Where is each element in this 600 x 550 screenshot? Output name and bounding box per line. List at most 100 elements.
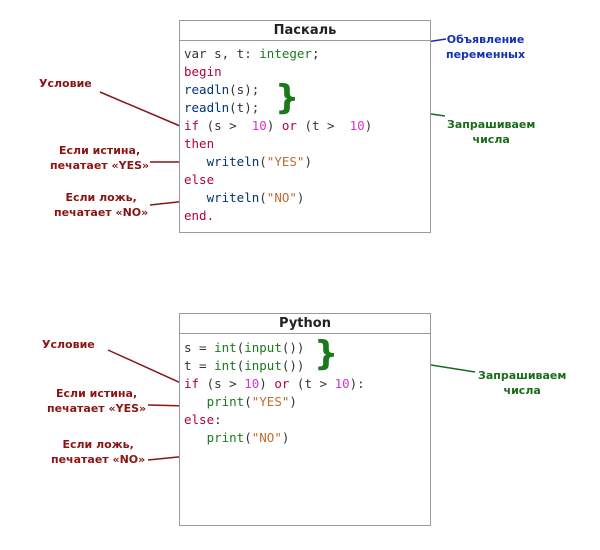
pascal-code-line-8: else (184, 171, 214, 189)
pascal-token: begin (184, 64, 222, 79)
python-token: (t > (289, 376, 335, 391)
pascal-token: ) (266, 118, 282, 133)
python-token: int (214, 358, 237, 373)
pascal-code-line-4: readln(t); (184, 99, 259, 117)
python-token: else (184, 412, 215, 427)
python-token: ( (244, 394, 252, 409)
python-token: "NO" (251, 430, 282, 445)
python-token: int (214, 340, 237, 355)
pascal-brace: } (275, 78, 300, 118)
ann-false-pascal: Если ложь, печатает «NO» (54, 190, 148, 220)
ann-true-pascal: Если истина, печатает «YES» (50, 143, 149, 173)
ann-ask-python: Запрашиваем числа (478, 368, 566, 398)
python-token: print (206, 430, 245, 445)
python-token: ( (236, 340, 245, 355)
python-token: (s > (199, 376, 245, 391)
pascal-token: (s > (199, 118, 252, 133)
pascal-token: ( (259, 154, 267, 169)
ann-declare-line2: переменных (446, 48, 526, 61)
pascal-token: 10 (349, 118, 365, 133)
ann-ask-pascal-line2: числа (472, 133, 510, 146)
ann-ask-python-line2: числа (503, 384, 541, 397)
python-token: 10 (244, 376, 260, 391)
ann-condition-pascal-text: Условие (39, 77, 92, 90)
pascal-token: integer (259, 46, 312, 61)
python-token: input (244, 340, 282, 355)
ann-condition-python: Условие (42, 337, 95, 352)
python-token: if (184, 376, 200, 391)
python-token: ()) (281, 340, 305, 355)
python-token: 10 (334, 376, 350, 391)
python-token: or (274, 376, 290, 391)
pascal-title: Паскаль (180, 21, 430, 41)
pascal-code-line-5: if (s > 10) or (t > 10) (184, 117, 372, 135)
ann-false-pascal-line1: Если ложь, (65, 191, 137, 204)
pascal-token: (t > (296, 118, 350, 133)
pascal-token: "YES" (266, 154, 305, 169)
ann-ask-pascal-line1: Запрашиваем (447, 118, 536, 131)
pascal-token: then (184, 136, 215, 151)
ann-condition-python-text: Условие (42, 338, 95, 351)
pascal-token: "NO" (266, 190, 297, 205)
ann-ask-pascal: Запрашиваем числа (447, 117, 535, 147)
ann-false-python: Если ложь, печатает «NO» (51, 437, 145, 467)
pascal-token: if (184, 118, 200, 133)
python-token: : (214, 412, 222, 427)
python-brace: } (314, 334, 339, 374)
pascal-token: or (281, 118, 297, 133)
pascal-token (184, 190, 207, 205)
pascal-code-line-9: writeln("NO") (184, 189, 305, 207)
pascal-token: ; (311, 46, 320, 61)
pascal-token: var s, t: (184, 46, 260, 61)
python-token: print (206, 394, 245, 409)
ann-declare: Объявление переменных (446, 32, 525, 62)
python-token: "YES" (251, 394, 290, 409)
python-title: Python (180, 314, 430, 334)
pascal-token: readln (184, 82, 230, 97)
python-panel: Python (179, 313, 431, 526)
pascal-token: ) (304, 154, 312, 169)
python-token: s = (184, 340, 215, 355)
ann-false-pascal-line2: печатает «NO» (54, 206, 149, 219)
python-token (184, 430, 207, 445)
pascal-code-line-1: var s, t: integer; (184, 45, 319, 63)
pascal-token: (s); (229, 82, 260, 97)
ann-condition-pascal: Условие (39, 76, 92, 91)
python-code-line-6: print("NO") (184, 429, 290, 447)
ann-true-python: Если истина, печатает «YES» (47, 386, 146, 416)
ann-false-python-line1: Если ложь, (62, 438, 134, 451)
pascal-token: end. (184, 208, 215, 223)
ann-ask-python-line1: Запрашиваем (478, 369, 567, 382)
pascal-token: readln (184, 100, 230, 115)
python-code-line-2: t = int(input()) (184, 357, 304, 375)
pascal-token: else (184, 172, 215, 187)
pascal-token: 10 (251, 118, 267, 133)
pascal-code-line-2: begin (184, 63, 222, 81)
pascal-panel: Паскаль (179, 20, 431, 233)
python-code-line-1: s = int(input()) (184, 339, 304, 357)
ann-true-python-line2: печатает «YES» (47, 402, 147, 415)
pascal-token: (t); (229, 100, 260, 115)
pascal-token: ) (364, 118, 373, 133)
ann-true-pascal-line1: Если истина, (58, 144, 141, 157)
python-token: input (244, 358, 282, 373)
line-condition-python (107, 349, 184, 385)
pascal-code-line-3: readln(s); (184, 81, 259, 99)
pascal-token: writeln (206, 190, 260, 205)
ann-true-pascal-line2: печатает «YES» (50, 159, 150, 172)
pascal-token: writeln (206, 154, 260, 169)
python-token: ) (259, 376, 275, 391)
line-condition-pascal (99, 91, 181, 127)
ann-false-python-line2: печатает «NO» (51, 453, 146, 466)
python-code-line-3: if (s > 10) or (t > 10): (184, 375, 365, 393)
python-code-line-5: else: (184, 411, 222, 429)
ann-declare-line1: Объявление (446, 33, 525, 46)
ann-true-python-line1: Если истина, (55, 387, 138, 400)
python-token: ( (244, 430, 252, 445)
python-token: t = (184, 358, 215, 373)
pascal-code-line-7: writeln("YES") (184, 153, 312, 171)
python-token (184, 394, 207, 409)
python-token: ( (236, 358, 245, 373)
pascal-token (184, 154, 207, 169)
python-token: ()) (281, 358, 305, 373)
